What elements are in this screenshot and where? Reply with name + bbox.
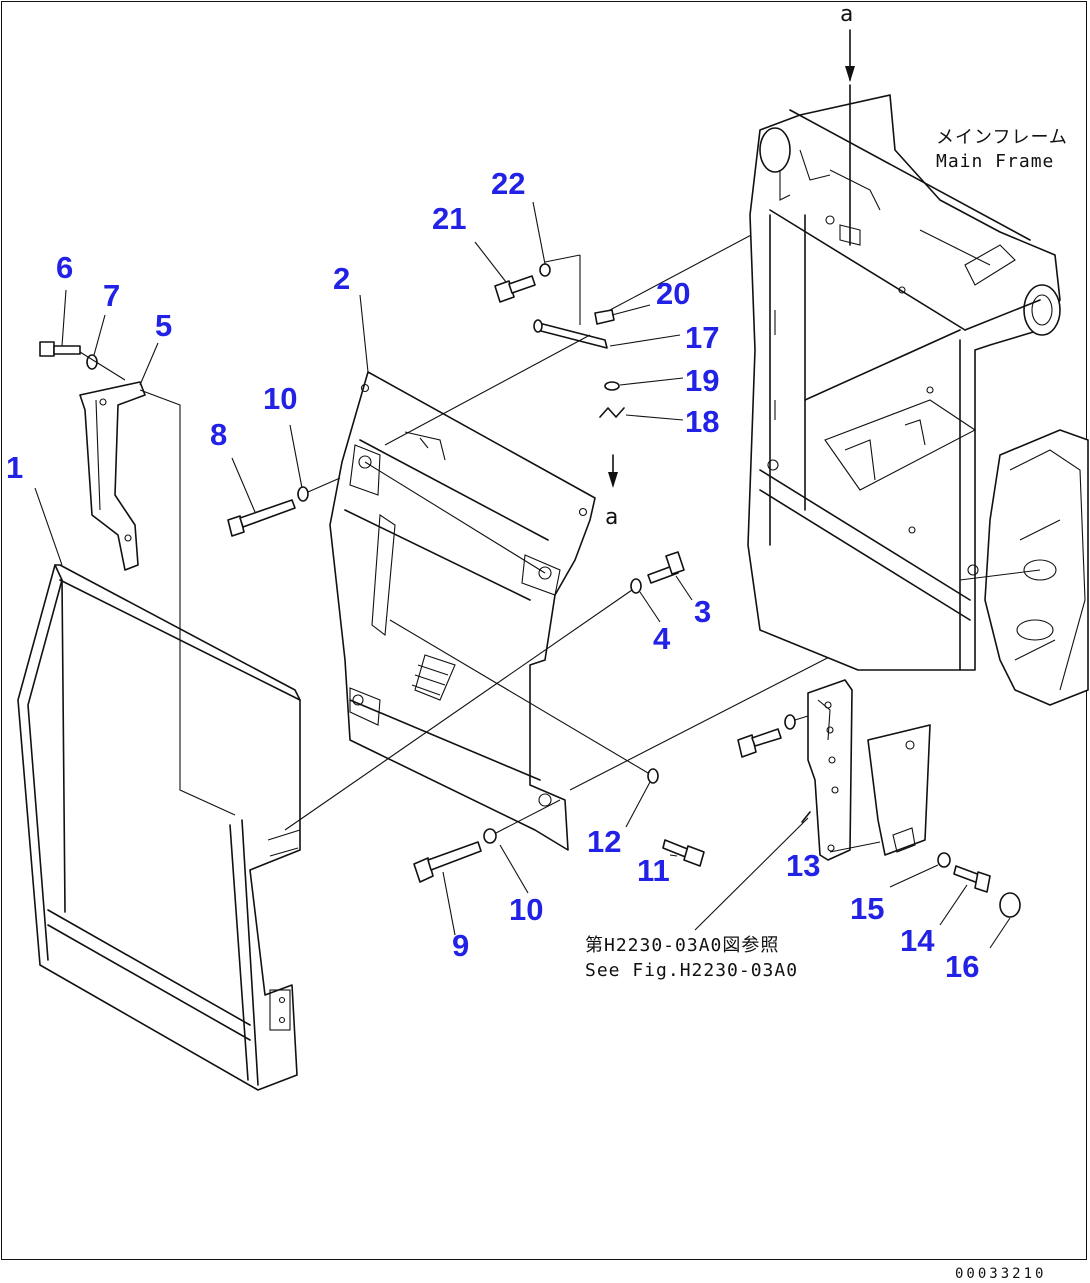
leader-panel-diag (364, 461, 546, 574)
part-12-washer (647, 768, 659, 784)
bolt-upper-right (737, 728, 782, 758)
part-21-bolt (494, 275, 536, 303)
leader-18 (625, 414, 684, 421)
part-9-bolt (413, 841, 482, 883)
wheel-fender (984, 429, 1089, 706)
callout-19: 19 (685, 363, 720, 398)
leader-frame-wheel (959, 569, 1041, 581)
part-10-washer-upper (297, 486, 309, 502)
callout-leaders (34, 201, 1011, 949)
figure-ref-jp: 第H2230-03A0図参照 (585, 935, 780, 956)
callout-12: 12 (587, 824, 622, 859)
callout-22: 22 (491, 166, 526, 201)
leader-17 (609, 334, 681, 347)
part-11-bolt (662, 839, 705, 867)
main-frame-label-en: Main Frame (936, 151, 1055, 172)
drawing-code: 00033210 (955, 1266, 1047, 1282)
callout-20: 20 (656, 276, 691, 311)
callout-9: 9 (452, 928, 470, 963)
callout-15: 15 (850, 891, 885, 926)
part-15-washer (937, 852, 951, 868)
part-19-washer (604, 381, 620, 391)
part-17-pin (533, 319, 608, 349)
callout-13: 13 (786, 848, 821, 883)
callout-21: 21 (432, 201, 467, 236)
part-6-bolt (39, 341, 81, 357)
callout-14: 14 (900, 923, 935, 958)
callout-7: 7 (103, 278, 121, 313)
leader-ref-note (694, 817, 809, 931)
part-1-side-cover (17, 564, 301, 1091)
callout-5: 5 (155, 308, 173, 343)
callout-3: 3 (694, 594, 712, 629)
washer-upper-right (784, 714, 796, 730)
part-20-clip (594, 304, 651, 325)
callout-18: 18 (685, 404, 720, 439)
arrow-a-mid (608, 454, 618, 488)
part-13-cover (867, 724, 931, 856)
callout-11: 11 (637, 853, 670, 888)
arrow-ref-label-top: a (840, 2, 855, 27)
main-frame-label-jp: メインフレーム (936, 127, 1068, 148)
part-bracket-plate (807, 679, 853, 861)
callout-2: 2 (333, 261, 351, 296)
callout-8: 8 (210, 417, 228, 452)
callout-17: 17 (685, 320, 720, 355)
part-16-cap (999, 892, 1021, 918)
main-frame (747, 84, 1061, 671)
part-10-washer-lower (483, 828, 497, 844)
small-screw (801, 811, 811, 823)
callout-16: 16 (945, 949, 980, 984)
leader-5-to-1 (139, 389, 236, 816)
leader-6-7 (79, 351, 126, 381)
figure-ref-en: See Fig.H2230-03A0 (585, 960, 799, 981)
leader-21-22 (544, 254, 581, 263)
leader-17-panel (384, 334, 591, 446)
callout-4: 4 (653, 621, 671, 656)
part-8-bolt (227, 499, 296, 537)
callout-6: 6 (56, 250, 74, 285)
callout-10-lower: 10 (509, 892, 544, 927)
part-2-center-panel (329, 371, 596, 851)
leader-3-4 (284, 589, 633, 831)
callout-10-upper: 10 (263, 381, 298, 416)
part-22-washer (539, 263, 551, 277)
leader-20-to-frame (609, 224, 771, 311)
leader-9-10 (495, 799, 561, 834)
leader-11-12 (389, 619, 649, 774)
part-18-cotter (599, 407, 625, 418)
part-14-bolt (953, 865, 991, 893)
leader-8-10 (307, 477, 341, 493)
part-5-bracket (79, 381, 146, 571)
arrow-ref-label-mid: a (605, 505, 620, 530)
callout-1: 1 (6, 450, 24, 485)
part-4-washer (630, 578, 642, 594)
leader-bolt-plate (794, 715, 809, 721)
part-3-bolt (647, 551, 685, 584)
arrow-a-top (845, 29, 855, 82)
leader-19 (619, 377, 684, 386)
